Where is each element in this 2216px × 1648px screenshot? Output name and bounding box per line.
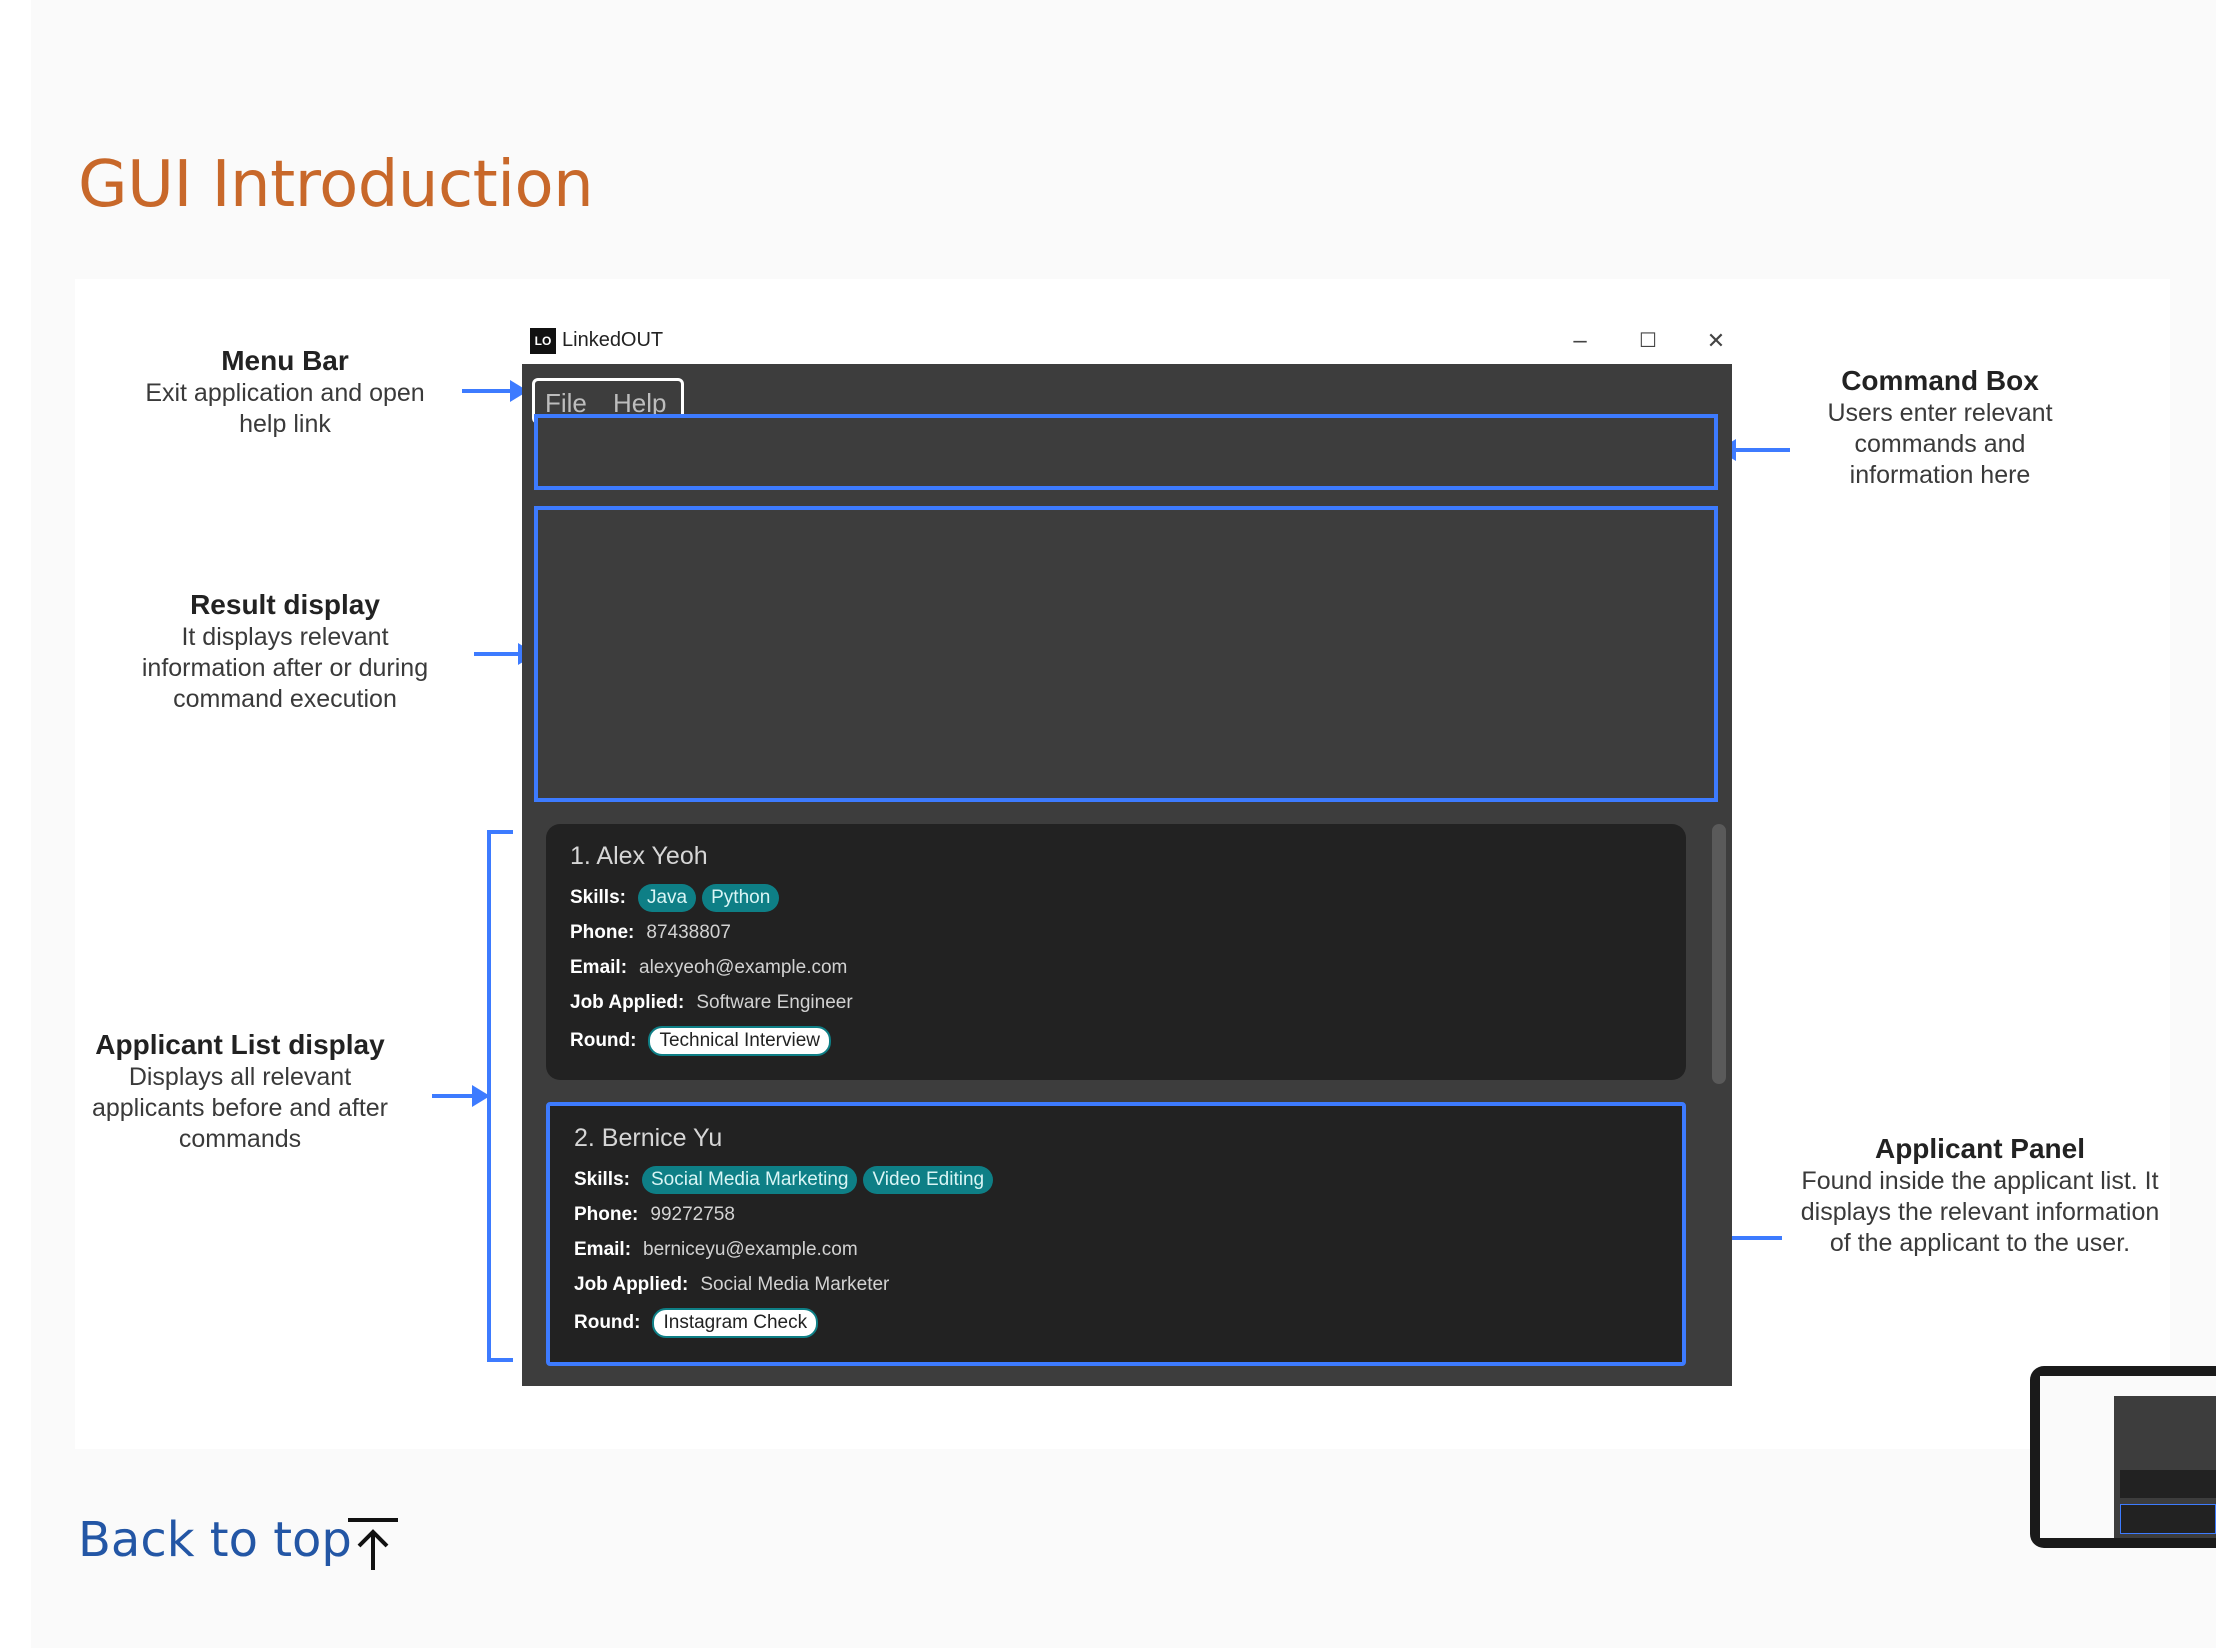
label-result-display-desc: It displays relevant information after o… [141,623,429,713]
phone-value: 99272758 [650,1204,735,1225]
email-row: Email: berniceyu@example.com [574,1239,858,1261]
result-display [534,506,1718,802]
label-menu-bar: Menu Bar Exit application and open help … [130,344,440,440]
command-box[interactable] [534,414,1718,490]
skill-tag: Python [702,884,780,912]
app-window: LO LinkedOUT – ☐ ✕ File Help 1. Alex Yeo… [522,320,1732,1386]
job-label: Job Applied: [570,992,685,1013]
phone-row: Phone: 99272758 [574,1204,735,1226]
menu-help[interactable]: Help [613,388,667,418]
thumbnail-preview [2040,1376,2216,1538]
label-result-display: Result display It displays relevant info… [125,588,445,715]
applicant-name: 2. Bernice Yu [574,1124,723,1152]
skill-tag: Social Media Marketing [641,1166,858,1194]
skills-label: Skills: [570,887,626,908]
job-value: Software Engineer [696,992,853,1013]
arrow-up-to-line-icon[interactable] [346,1516,400,1572]
applicant-name: 1. Alex Yeoh [570,842,708,870]
title-bar: LO LinkedOUT – ☐ ✕ [522,320,1732,364]
applicant-card[interactable]: 2. Bernice Yu Skills: Social Media Market… [546,1102,1686,1366]
skills-label: Skills: [574,1169,630,1190]
round-row: Round: Instagram Check [574,1308,819,1338]
app-title: LinkedOUT [562,329,664,351]
email-label: Email: [574,1239,632,1260]
arrow-menu-bar [462,380,528,402]
close-icon[interactable]: ✕ [1706,328,1726,353]
label-command-box-desc: Users enter relevant commands and inform… [1827,399,2053,489]
applicant-list-bracket [487,830,513,1362]
job-row: Job Applied: Software Engineer [570,992,853,1014]
round-label: Round: [574,1312,641,1333]
phone-value: 87438807 [646,922,731,943]
label-command-box-title: Command Box [1841,365,2039,396]
arrow-applicant-list [432,1085,490,1107]
job-value: Social Media Marketer [700,1274,890,1295]
page-title: GUI Introduction [78,148,594,222]
email-row: Email: alexyeoh@example.com [570,957,847,979]
round-label: Round: [570,1030,637,1051]
job-row: Job Applied: Social Media Marketer [574,1274,889,1296]
arrow-command-box [1718,439,1790,461]
label-applicant-list: Applicant List display Displays all rele… [80,1028,400,1155]
back-to-top-link[interactable]: Back to top [78,1512,352,1568]
menu-file[interactable]: File [545,388,587,418]
label-applicant-list-title: Applicant List display [95,1029,385,1060]
phone-label: Phone: [570,922,635,943]
label-command-box: Command Box Users enter relevant command… [1800,364,2080,491]
minimize-icon[interactable]: – [1573,327,1587,354]
label-applicant-list-desc: Displays all relevant applicants before … [91,1063,389,1153]
email-value: alexyeoh@example.com [639,957,848,978]
thumbnail-card [2120,1504,2216,1534]
email-label: Email: [570,957,628,978]
label-applicant-panel-desc: Found inside the applicant list. It disp… [1800,1167,2160,1257]
maximize-icon[interactable]: ☐ [1639,330,1657,352]
round-tag: Technical Interview [648,1026,832,1056]
label-applicant-panel-title: Applicant Panel [1874,1133,2086,1164]
phone-row: Phone: 87438807 [570,922,731,944]
label-applicant-panel: Applicant Panel Found inside the applica… [1795,1132,2165,1259]
skill-tag: Java [637,884,697,912]
app-logo: LO [530,328,556,354]
job-label: Job Applied: [574,1274,689,1295]
thumbnail-card [2120,1470,2216,1498]
label-menu-bar-desc: Exit application and open help link [145,379,425,438]
round-row: Round: Technical Interview [570,1026,832,1056]
label-menu-bar-title: Menu Bar [221,345,349,376]
list-scrollbar[interactable] [1712,824,1726,1084]
phone-label: Phone: [574,1204,639,1225]
round-tag: Instagram Check [652,1308,819,1338]
figure-thumbnail[interactable] [2030,1366,2216,1548]
skill-tag: Video Editing [863,1166,994,1194]
email-value: berniceyu@example.com [643,1239,858,1260]
label-result-display-title: Result display [190,589,380,620]
